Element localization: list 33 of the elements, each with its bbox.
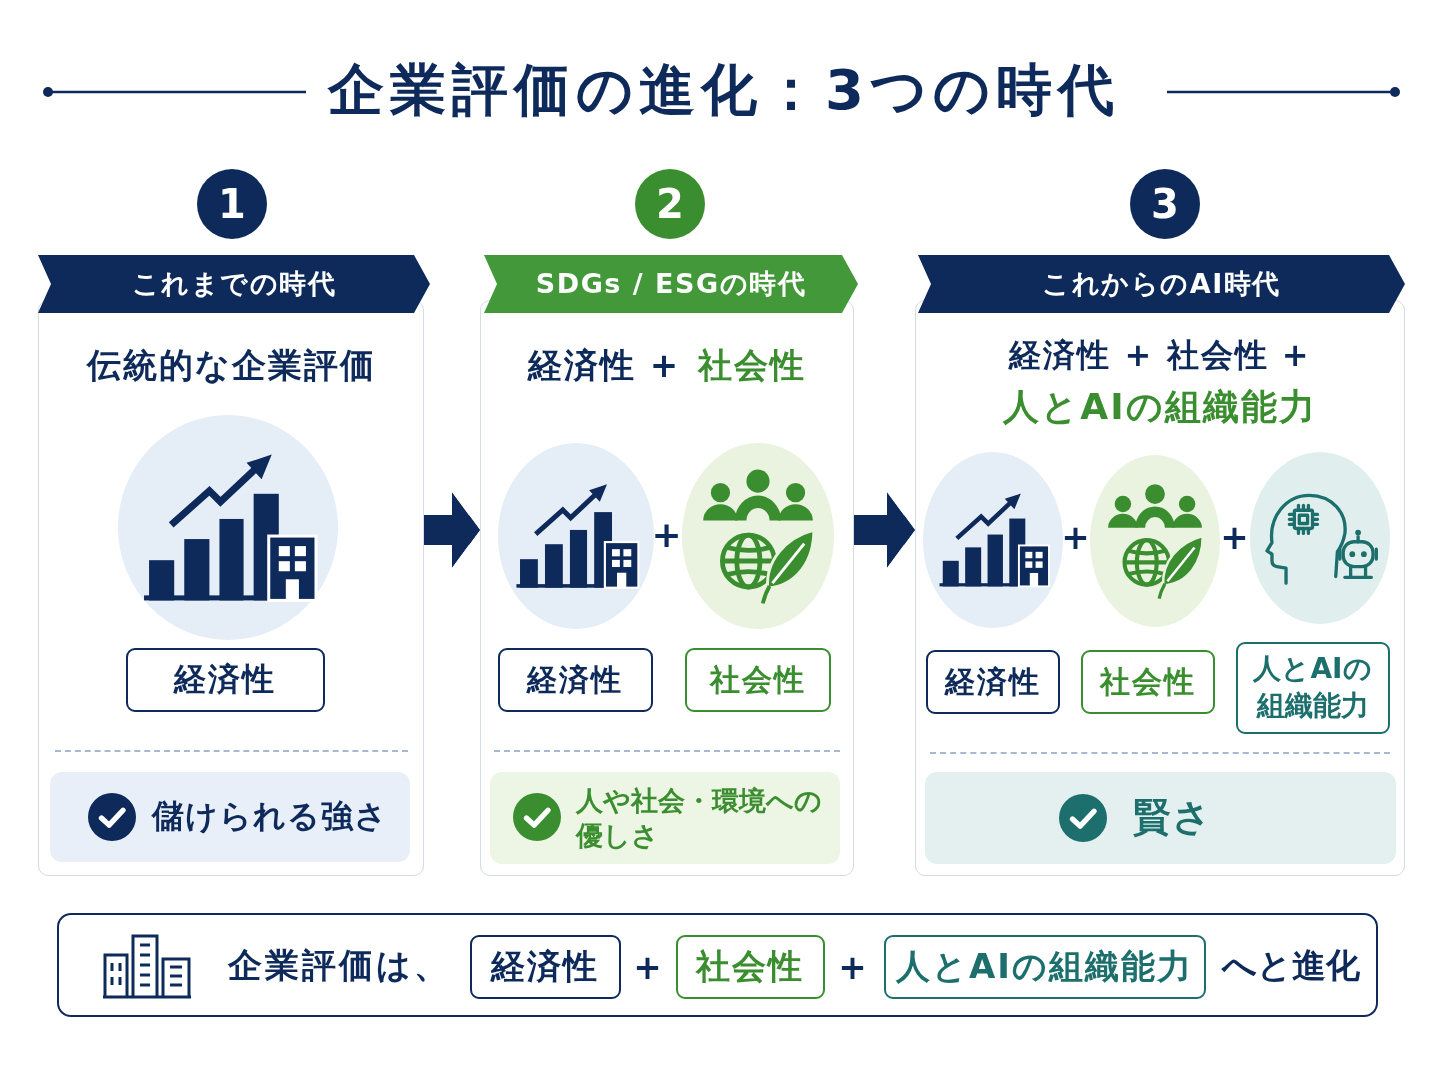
- category-tag: 社会性: [675, 934, 825, 999]
- title: 企業評価の進化：3つの時代: [328, 56, 1120, 124]
- era-banner: これまでの時代: [38, 255, 430, 313]
- panel-heading: 経済性 +: [527, 344, 681, 388]
- plus-sign: +: [1061, 518, 1090, 557]
- step-number: 1: [197, 169, 267, 239]
- plus-sign: +: [651, 514, 682, 555]
- category-tag: 人とAIの組織能力: [883, 934, 1206, 999]
- era-banner: これからのAI時代: [918, 255, 1405, 313]
- plus-sign: +: [1220, 518, 1249, 557]
- plus-sign: +: [633, 948, 662, 987]
- step-number: 3: [1130, 169, 1200, 239]
- result-text: 人や社会・環境への優しさ: [575, 783, 823, 853]
- panel-heading: 人とAIの組織能力: [1003, 385, 1317, 430]
- panel-heading: 経済性 + 社会性 +: [1009, 334, 1311, 376]
- panel-heading: 伝統的な企業評価: [86, 344, 376, 388]
- category-tag: 経済性: [925, 649, 1060, 714]
- category-tag: 経済性: [497, 647, 653, 712]
- era-banner: SDGs / ESGの時代: [484, 255, 858, 313]
- step-number: 2: [635, 169, 705, 239]
- category-tag: 人とAIの組織能力: [1235, 641, 1390, 734]
- panel-heading: 社会性: [698, 344, 807, 388]
- summary-text: 企業評価は、: [227, 943, 451, 987]
- summary-text: へと進化: [1221, 943, 1360, 987]
- plus-sign: +: [838, 948, 867, 987]
- arrow: [424, 492, 480, 568]
- category-tag: 経済性: [469, 934, 621, 999]
- result-text: 賢さ: [1132, 793, 1213, 841]
- category-tag: 経済性: [125, 647, 325, 712]
- result-text: 儲けられる強さ: [151, 795, 389, 837]
- category-tag: 社会性: [684, 647, 831, 712]
- category-tag: 社会性: [1080, 649, 1215, 714]
- arrow: [854, 492, 915, 568]
